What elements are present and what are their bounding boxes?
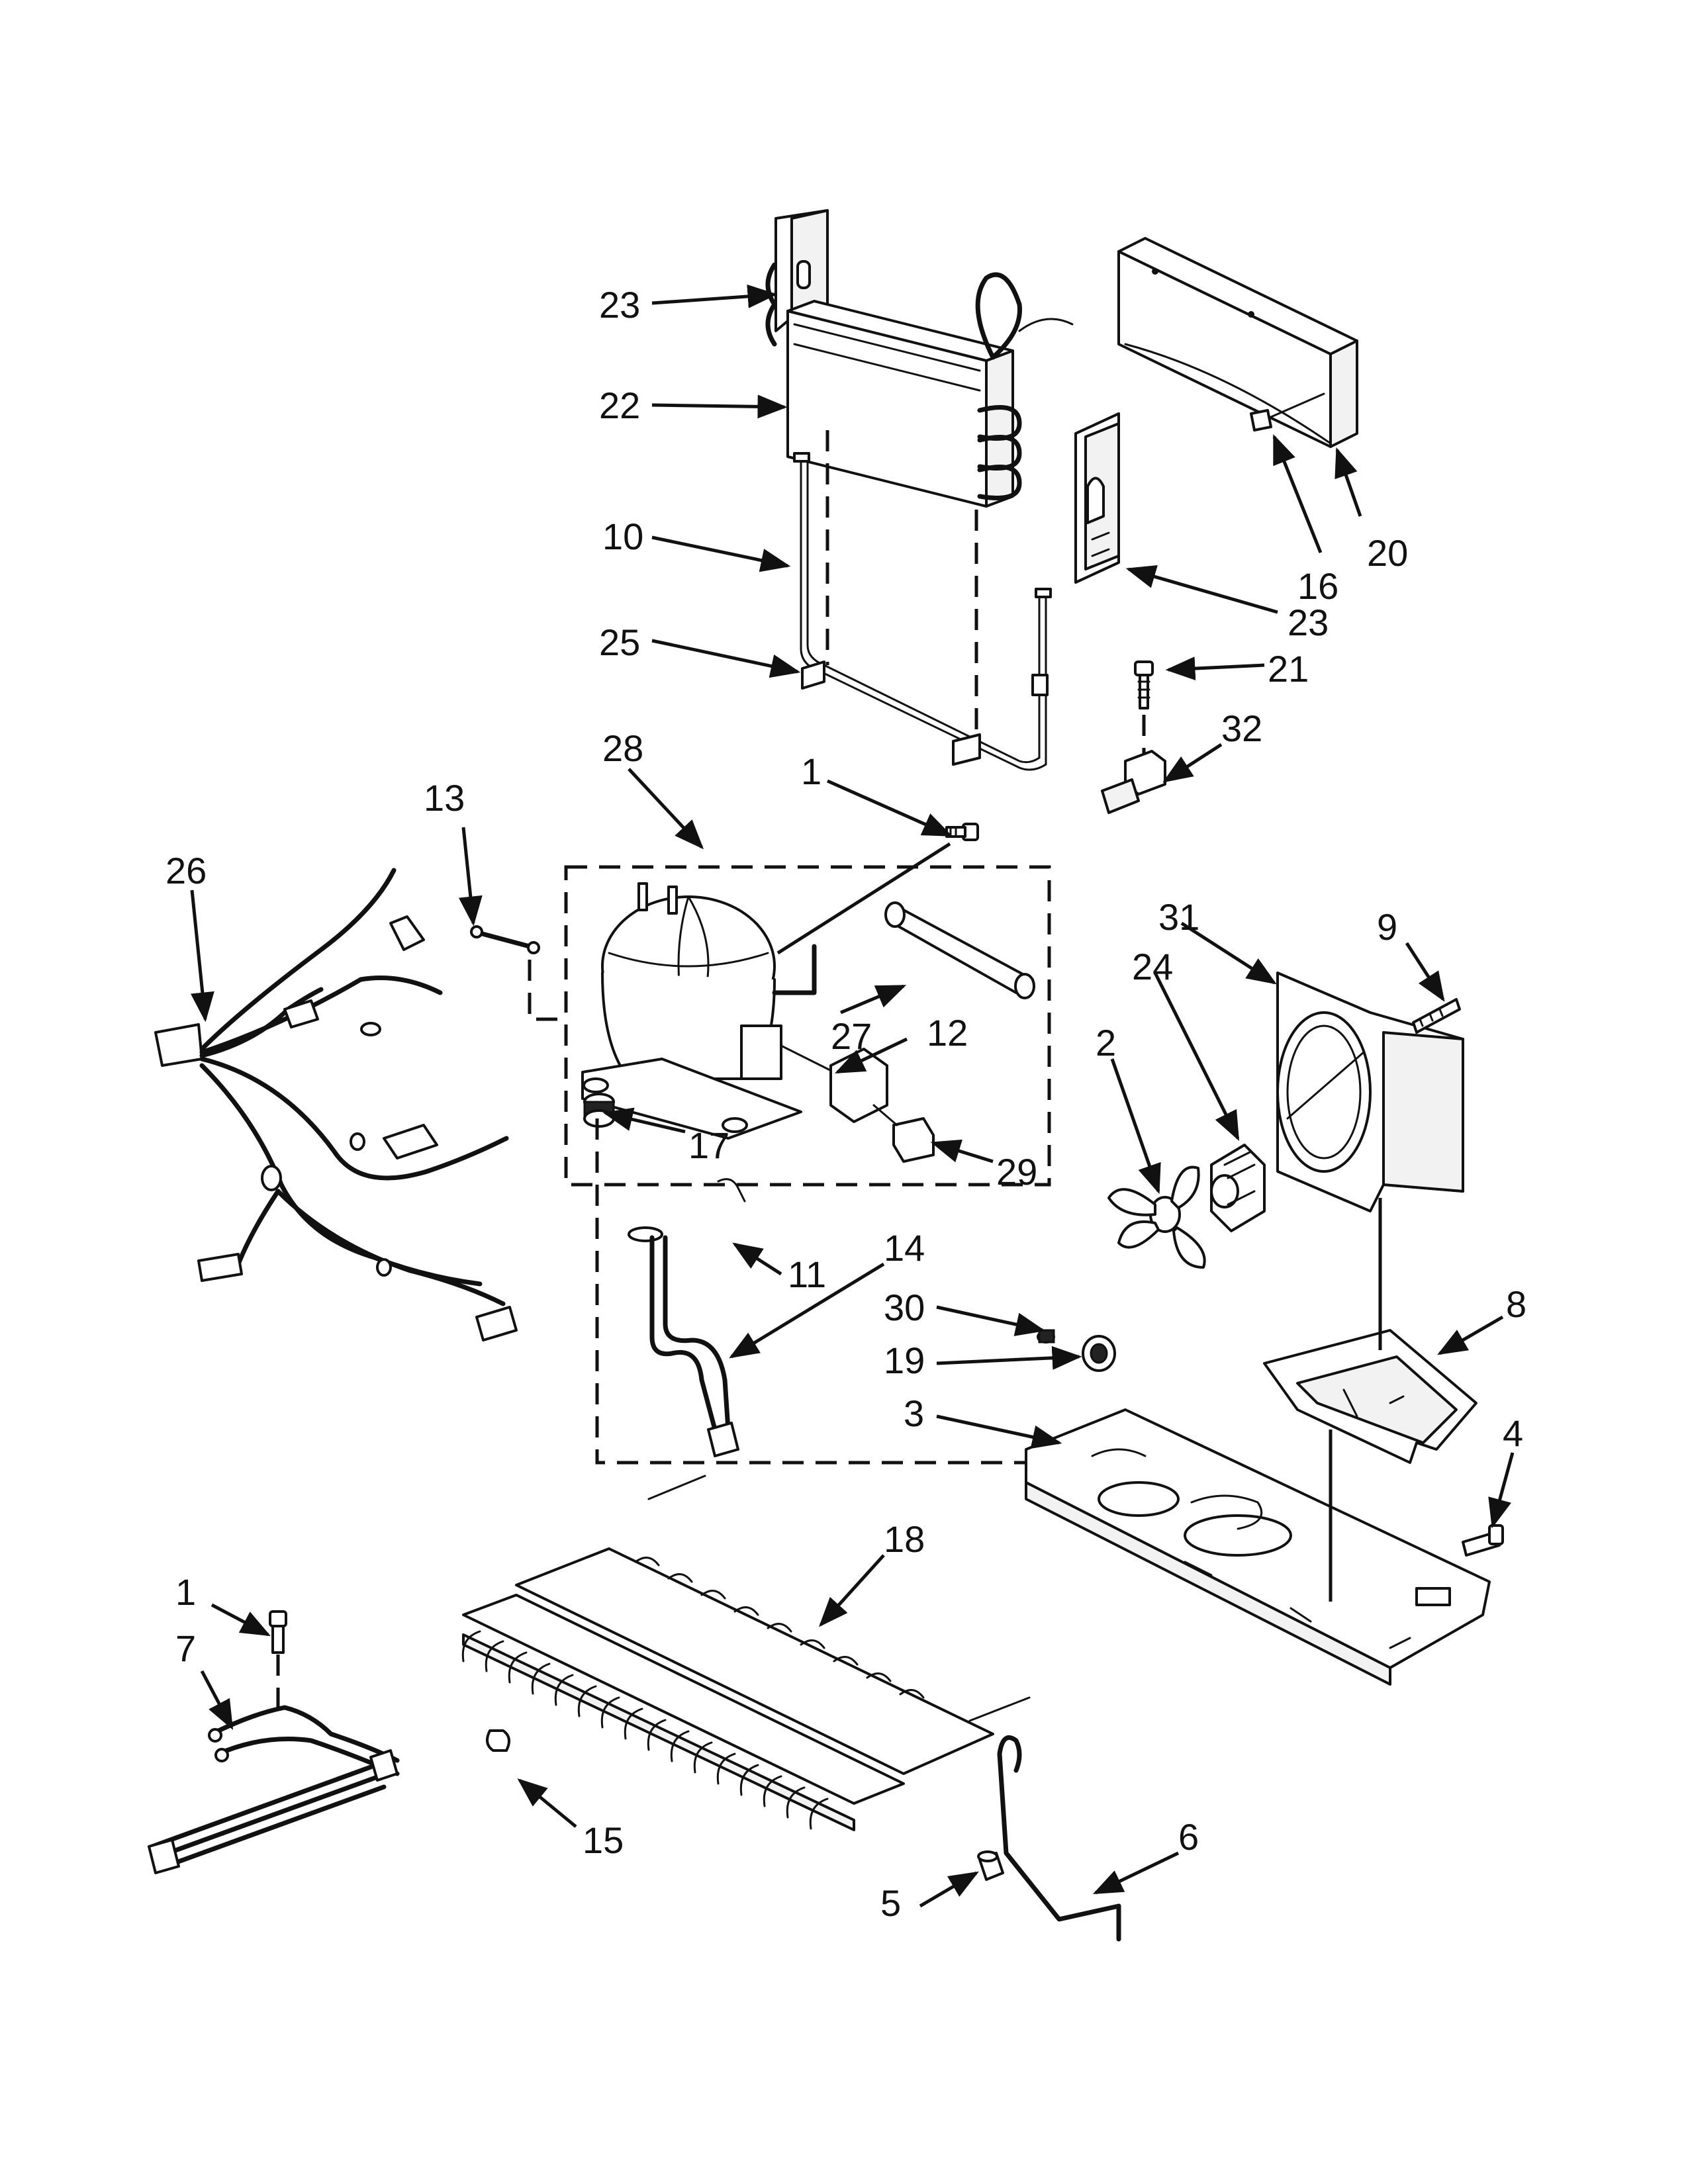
callout-20: 20 [1367,532,1408,574]
power-cord-part [148,1610,400,1874]
evaporator-bracket-right-part [1074,412,1120,584]
callout-10: 10 [602,516,643,557]
callout-4: 4 [1503,1412,1523,1454]
fan-bracket-part [1263,1329,1477,1464]
cover-clip-part [1250,392,1325,432]
callout-6: 6 [1178,1816,1199,1858]
evaporator-bracket-left-part [774,209,829,332]
drain-tube-part [595,1118,1026,1465]
callout-13: 13 [424,777,465,819]
callout-28: 28 [602,727,643,769]
callout-5: 5 [880,1882,901,1924]
condenser-clip-part [486,1729,510,1752]
callout-29: 29 [996,1151,1037,1193]
leader-arrows [190,284,1515,1908]
drain-grommet-part [1082,1335,1116,1372]
fan-motor-part [1210,1144,1266,1232]
callout-23-top: 23 [599,284,640,326]
screw-part [1134,660,1154,761]
callout-25: 25 [599,621,640,663]
callout-9: 9 [1377,906,1397,948]
callout-12: 12 [927,1012,968,1054]
callout-31: 31 [1158,896,1199,938]
tube-clip-part [717,1178,746,1203]
base-screw-part [1462,1524,1504,1557]
callout-11: 11 [788,1253,826,1295]
drain-cap-part [977,1850,1004,1881]
fan-blade-part [1107,1165,1206,1269]
callout-26: 26 [165,850,207,891]
callout-2: 2 [1096,1022,1116,1064]
mounting-bracket-part [1101,750,1166,814]
callout-16: 16 [1297,565,1338,607]
wiring-harness-part [154,868,518,1342]
callout-labels: 23 22 10 25 23 20 16 21 32 28 1 13 26 27… [165,284,1526,1924]
drain-heater-part [997,1735,1121,1942]
callout-22: 22 [599,385,640,426]
callout-32: 32 [1221,707,1262,749]
compressor-screw-part [945,823,979,841]
callout-23-right: 23 [1288,602,1329,643]
grommet-part [583,1093,615,1128]
relay-cover-part [872,1104,935,1163]
callout-8: 8 [1506,1283,1526,1325]
callout-14: 14 [884,1227,925,1269]
ground-strap-part [470,925,569,1021]
condenser-part [461,1475,1031,1831]
callout-1-top: 1 [801,751,821,792]
callout-15: 15 [583,1819,624,1861]
callout-21: 21 [1268,648,1309,690]
callout-17: 17 [688,1124,729,1166]
callout-18: 18 [884,1518,925,1560]
evaporator-part [765,262,1074,508]
drier-part [884,901,1035,999]
callout-24: 24 [1132,946,1173,987]
compressor-assembly-box [564,865,1051,1187]
callout-7: 7 [175,1627,196,1669]
callout-30: 30 [884,1287,925,1328]
callout-19: 19 [884,1340,925,1381]
callout-3: 3 [904,1392,924,1434]
grommet-plug-part [1037,1329,1055,1343]
callout-27: 27 [831,1015,872,1057]
shroud-screw-part [1412,998,1461,1034]
evaporator-cover-part [1117,237,1358,448]
callout-1-bottom: 1 [175,1571,196,1613]
compressor-part [581,882,817,1140]
defrost-heater-part [793,430,1052,771]
fan-shroud-part [1276,972,1464,1212]
machine-compartment-base-part [1025,1408,1491,1686]
